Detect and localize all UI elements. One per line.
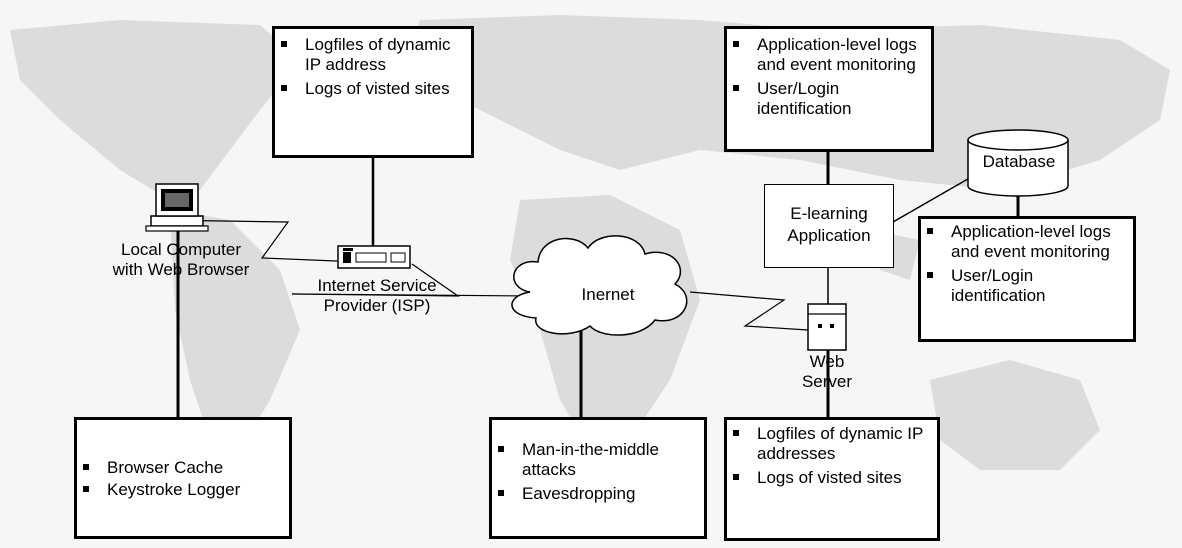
database-logs-box: Application-level logs and event monitor… [918,216,1136,342]
app-logs-item: Application-level logs and event monitor… [727,35,927,75]
database-logs-item: Application-level logs and event monitor… [921,222,1129,262]
elearning-application-node: E-learning Application [764,184,894,268]
server-logs-box: Logfiles of dynamic IP addresses Logs of… [724,417,940,541]
internet-threats-item: Man-in-the-middle attacks [492,440,700,480]
server-logs-item: Logs of visted sites [727,468,933,488]
local-computer-label-line2: with Web Browser [112,260,250,279]
isp-label-line2: Provider (ISP) [323,296,431,315]
web-server-label-line2: Server [801,372,853,391]
app-logs-item: User/Login identification [727,79,927,119]
web-server-label: Web Server [795,352,859,392]
local-computer-label-line1: Local Computer [120,240,241,259]
local-computer-label: Local Computer with Web Browser [86,240,276,280]
server-logs-item: Logfiles of dynamic IP addresses [727,424,933,464]
line-local-to-isp [157,219,361,263]
isp-logs-item: Logfiles of dynamic IP address [275,35,467,75]
line-app-to-database [892,171,981,223]
database-logs-item: User/Login identification [921,266,1129,306]
server-icon [807,303,847,351]
web-server-label-line1: Web [809,352,845,371]
elearning-label-line1: E-learning [790,204,868,223]
internet-threats-box: Man-in-the-middle attacks Eavesdropping [489,417,707,539]
computer-icon [145,183,209,232]
elearning-label-line2: Application [787,226,871,245]
line-isp-to-internet [291,263,533,297]
isp-logs-box: Logfiles of dynamic IP address Logs of v… [272,26,474,158]
router-icon [337,245,411,269]
isp-label: Internet Service Provider (ISP) [282,276,472,316]
internet-label: Inernet [581,285,635,304]
isp-logs-item: Logs of visted sites [275,79,467,99]
database-label: Database [982,152,1056,171]
line-internet-to-server [689,291,809,331]
app-logs-box: Application-level logs and event monitor… [724,26,934,152]
internet-cloud-icon [511,235,688,336]
internet-threats-item: Eavesdropping [492,484,700,504]
database-icon [967,129,1069,197]
local-threats-item: Keystroke Logger [77,480,285,500]
connectors [157,152,1020,417]
local-threats-box: Browser Cache Keystroke Logger [74,417,292,539]
isp-label-line1: Internet Service [317,276,437,295]
local-threats-item: Browser Cache [77,458,285,478]
